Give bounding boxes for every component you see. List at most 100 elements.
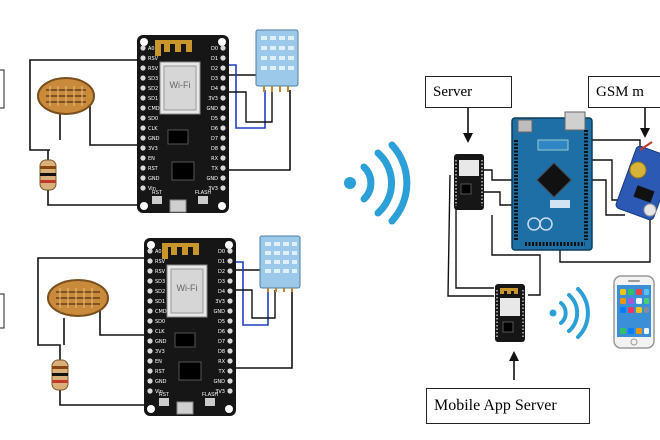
- pin-label: CMD: [148, 106, 160, 112]
- board-pin: [227, 318, 233, 324]
- board-pin: [140, 135, 146, 141]
- svg-text:RST: RST: [159, 392, 169, 398]
- board-pin: [227, 308, 233, 314]
- pin-label: SD0: [155, 319, 165, 325]
- board-pin: [140, 45, 146, 51]
- left-label-box-top: [0, 69, 5, 109]
- pin-label: D3: [218, 279, 225, 285]
- board-pin: [227, 288, 233, 294]
- board-pin: [140, 65, 146, 71]
- board-pin: [227, 298, 233, 304]
- pin-label: SD0: [148, 116, 158, 122]
- pin-label: GND: [148, 136, 160, 142]
- esp-mobile-module: [495, 284, 525, 342]
- svg-text:Wi-Fi: Wi-Fi: [177, 283, 198, 293]
- board-pin: [147, 308, 153, 314]
- pin-label: 3V3: [155, 349, 165, 355]
- wifi-icon: [549, 287, 590, 339]
- board-pin: [227, 258, 233, 264]
- wifi-icon: [344, 141, 411, 225]
- board-pin: [220, 175, 226, 181]
- dht-sensor-top: [255, 29, 299, 92]
- board-pin: [140, 165, 146, 171]
- pin-label: D1: [218, 259, 225, 265]
- board-pin: [140, 55, 146, 61]
- pin-label: D4: [211, 86, 218, 92]
- board-pin: [227, 338, 233, 344]
- arrow-down-icon: [463, 108, 473, 143]
- resistor-bottom: [51, 359, 69, 391]
- board-pin: [147, 268, 153, 274]
- gsm-module: [615, 141, 660, 221]
- board-pin: [227, 348, 233, 354]
- ldr-sensor-bottom: [47, 279, 109, 317]
- board-pin: [227, 248, 233, 254]
- pin-label: RSV: [148, 56, 159, 62]
- pin-label: D5: [218, 319, 225, 325]
- pin-label: 3V3: [215, 389, 225, 395]
- board-pin: [227, 368, 233, 374]
- server-label: Server: [425, 76, 512, 108]
- pin-label: GND: [155, 339, 167, 345]
- pin-label: 3V3: [148, 146, 158, 152]
- pin-label: SD2: [155, 289, 165, 295]
- board-pin: [220, 155, 226, 161]
- pin-label: EN: [148, 156, 155, 162]
- pin-label: EN: [155, 359, 162, 365]
- board-pin: [220, 125, 226, 131]
- board-pin: [220, 115, 226, 121]
- svg-text:FLASH: FLASH: [195, 190, 212, 196]
- board-pin: [140, 95, 146, 101]
- pin-label: D5: [211, 116, 218, 122]
- pin-label: GND: [207, 176, 219, 182]
- pin-label: D8: [211, 146, 218, 152]
- board-pin: [220, 135, 226, 141]
- board-pin: [140, 125, 146, 131]
- board-pin: [227, 388, 233, 394]
- pin-label: SD3: [155, 279, 165, 285]
- pin-label: A0: [148, 46, 155, 52]
- pin-label: CLK: [148, 126, 158, 132]
- board-pin: [140, 185, 146, 191]
- pin-label: 3V3: [215, 299, 225, 305]
- board-pin: [147, 298, 153, 304]
- pin-label: CMD: [155, 309, 167, 315]
- svg-text:RST: RST: [152, 190, 162, 196]
- dht-sensor-bottom: [259, 235, 301, 292]
- board-pin: [147, 248, 153, 254]
- left-label-box-bottom: [0, 293, 5, 329]
- board-pin: [227, 358, 233, 364]
- board-pin: [227, 278, 233, 284]
- pin-label: A0: [155, 249, 162, 255]
- board-pin: [147, 258, 153, 264]
- pin-label: TX: [211, 166, 219, 172]
- pin-label: D3: [211, 76, 218, 82]
- pin-label: D0: [218, 249, 225, 255]
- board-pin: [147, 318, 153, 324]
- pin-label: RSV: [155, 269, 166, 275]
- pin-label: CLK: [155, 329, 165, 335]
- board-pin: [147, 348, 153, 354]
- board-pin: [220, 105, 226, 111]
- nodemcu-board-bottom: Wi-Fi RST FLASH A0RSVRSVSD3SD2SD1CMDSD0C…: [144, 238, 236, 416]
- pin-label: GND: [214, 379, 226, 385]
- pin-label: GND: [148, 176, 160, 182]
- right-system: [447, 108, 660, 380]
- board-pin: [147, 368, 153, 374]
- pin-label: RST: [155, 369, 166, 375]
- board-pin: [220, 85, 226, 91]
- pin-label: D0: [211, 46, 218, 52]
- board-pin: [147, 328, 153, 334]
- pin-label: D6: [218, 329, 225, 335]
- board-pin: [140, 155, 146, 161]
- board-pin: [147, 388, 153, 394]
- bottom-circuit: Wi-Fi RST FLASH A0RSVRSVSD3SD2SD1CMDSD0C…: [37, 235, 301, 416]
- pin-label: D8: [218, 349, 225, 355]
- board-pin: [147, 338, 153, 344]
- board-pin: [220, 45, 226, 51]
- pin-label: 3V3: [208, 186, 218, 192]
- board-pin: [220, 185, 226, 191]
- board-pin: [220, 165, 226, 171]
